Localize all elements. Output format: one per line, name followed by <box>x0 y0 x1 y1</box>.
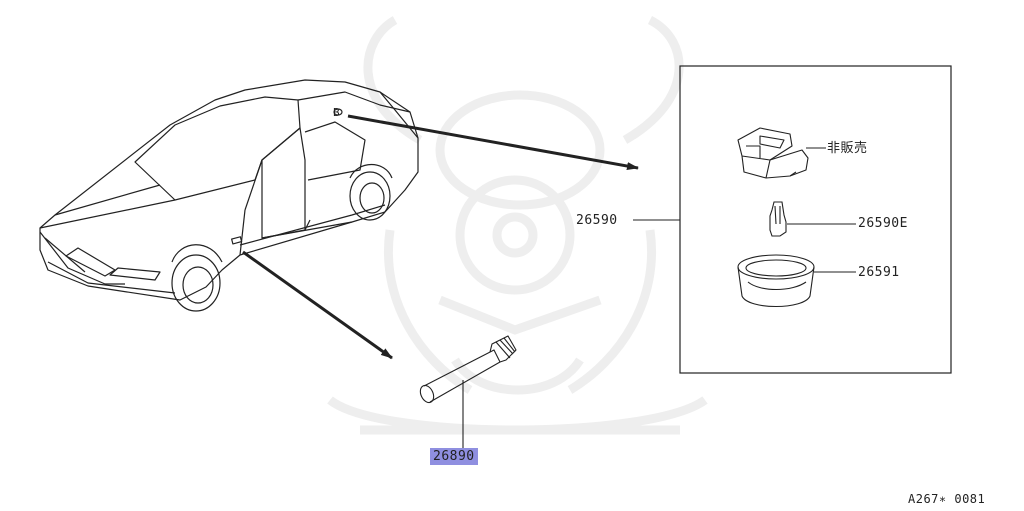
car-illustration <box>39 79 419 312</box>
arrows <box>242 114 639 360</box>
callout-26590e: 26590E <box>858 216 908 231</box>
socket-part <box>737 127 826 179</box>
diagram-code: A267∗ 0081 <box>908 492 986 506</box>
car-marker-label: B <box>333 106 341 119</box>
callout-not-for-sale: 非販売 <box>827 141 868 156</box>
arrow-to-assembly-box <box>347 114 639 170</box>
arrow-to-side-lamp <box>242 250 393 360</box>
housing-part <box>737 254 856 308</box>
callout-26890[interactable]: 26890 <box>430 448 478 465</box>
side-lamp-part <box>419 335 517 448</box>
callout-26591: 26591 <box>858 265 900 280</box>
assembly-box <box>679 65 952 374</box>
callout-26590: 26590 <box>576 213 618 228</box>
kabuto-watermark-icon <box>327 15 708 435</box>
bulb-part <box>769 201 856 237</box>
